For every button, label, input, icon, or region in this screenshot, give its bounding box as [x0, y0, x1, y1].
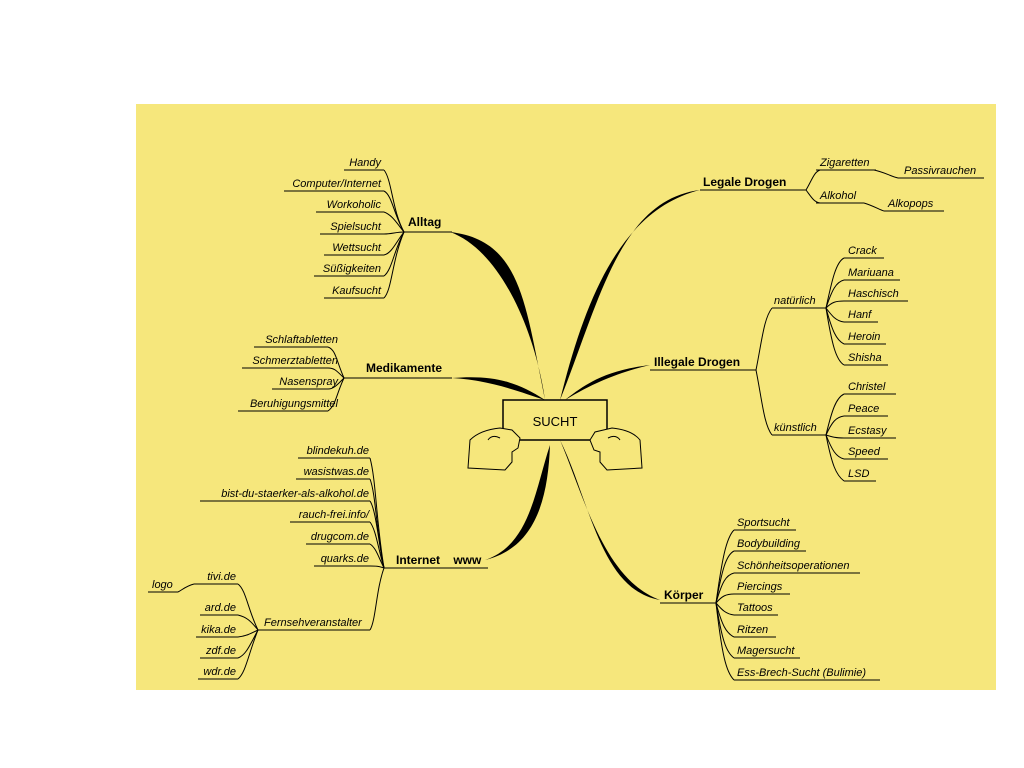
mindmap-background [136, 104, 996, 690]
branch-illegal: Illegale Drogen natürlich Crack Mariuana… [650, 245, 908, 482]
leaf-speed: Speed [848, 446, 881, 458]
leaf-ecstasy: Ecstasy [848, 425, 888, 437]
branch-label-medikamente: Medikamente [366, 361, 442, 375]
label-fernsehveranstalter: Fernsehveranstalter [264, 617, 363, 629]
branch-legal: Legale Drogen Zigaretten Passivrauchen A… [700, 157, 984, 212]
leaf-nasenspray: Nasenspray [279, 376, 339, 388]
leaf-ard: ard.de [205, 602, 236, 614]
alltag-leaves: Handy Computer/Internet Workoholic Spiel… [284, 157, 384, 299]
leaf-tattoos: Tattoos [737, 602, 773, 614]
leaf-kika: kika.de [201, 624, 236, 636]
branch-label-illegal: Illegale Drogen [654, 355, 740, 369]
sub-fernsehveranstalter: Fernsehveranstalter tivi.de logo ard.de … [148, 571, 370, 680]
leaf-schmerztabletten: Schmerztabletten [252, 355, 338, 367]
leaf-kaufsucht: Kaufsucht [332, 285, 382, 297]
leaf-magersucht: Magersucht [737, 645, 795, 657]
leaf-rauch-frei: rauch-frei.info/ [299, 509, 370, 521]
center-label: SUCHT [533, 414, 578, 429]
leaf-haschisch: Haschisch [848, 288, 899, 300]
leaf-christel: Christel [848, 381, 886, 393]
main-branch-shapes [450, 190, 700, 600]
leaf-piercings: Piercings [737, 581, 783, 593]
leaf-sportsucht: Sportsucht [737, 517, 791, 529]
leaf-blindekuh: blindekuh.de [307, 445, 369, 457]
leaf-wdr: wdr.de [203, 666, 236, 678]
branch-label-koerper: Körper [664, 588, 704, 602]
leaf-peace: Peace [848, 403, 879, 415]
leaf-handy: Handy [349, 157, 382, 169]
leaf-heroin: Heroin [848, 331, 880, 343]
branch-label-alltag: Alltag [408, 215, 441, 229]
leaf-mariuana: Mariuana [848, 267, 894, 279]
leaf-passivrauchen: Passivrauchen [904, 165, 976, 177]
branch-alltag: Alltag Handy Computer/Internet Workoholi… [284, 157, 452, 299]
leaf-logo: logo [152, 579, 173, 591]
leaf-workoholic: Workoholic [327, 199, 382, 211]
branch-label-legal: Legale Drogen [703, 175, 786, 189]
leaf-hanf: Hanf [848, 309, 872, 321]
leaf-spielsucht: Spielsucht [330, 221, 382, 233]
leaf-suessigkeiten: Süßigkeiten [323, 263, 381, 275]
leaf-wasistwas: wasistwas.de [304, 466, 369, 478]
branch-koerper: Körper Sportsucht Bodybuilding Schönheit… [660, 517, 880, 681]
leaf-schlaftabletten: Schlaftabletten [265, 334, 338, 346]
leaf-quarks: quarks.de [321, 553, 369, 565]
leaf-beruhigungsmittel: Beruhigungsmittel [250, 398, 339, 410]
leaf-ess-brech-sucht: Ess-Brech-Sucht (Bulimie) [737, 667, 866, 679]
leaf-schoenheitsoperationen: Schönheitsoperationen [737, 560, 850, 572]
leaf-computer-internet: Computer/Internet [292, 178, 382, 190]
leaf-crack: Crack [848, 245, 877, 257]
leaf-tivi: tivi.de [207, 571, 236, 583]
branch-tail-internet [485, 445, 550, 560]
branch-tail-illegal [565, 365, 650, 400]
leaf-drugcom: drugcom.de [311, 531, 369, 543]
leaf-zdf: zdf.de [205, 645, 236, 657]
leaf-bist-du-staerker: bist-du-staerker-als-alkohol.de [221, 488, 369, 500]
label-natuerlich: natürlich [774, 295, 816, 307]
branch-internet: Internet www blindekuh.de wasistwas.de b… [148, 445, 488, 680]
leaf-ritzen: Ritzen [737, 624, 768, 636]
leaf-shisha: Shisha [848, 352, 882, 364]
leaf-alkopops: Alkopops [887, 198, 934, 210]
branch-tail-alltag [450, 232, 545, 400]
leaf-zigaretten: Zigaretten [819, 157, 870, 169]
branch-tail-medikamente [452, 377, 545, 400]
leaf-wettsucht: Wettsucht [332, 242, 382, 254]
branch-medikamente: Medikamente Schlaftabletten Schmerztable… [238, 334, 452, 412]
branch-label-internet: Internet www [396, 553, 482, 567]
leaf-lsd: LSD [848, 468, 869, 480]
label-kuenstlich: künstlich [774, 422, 817, 434]
right-hand-icon [589, 427, 643, 471]
leaf-bodybuilding: Bodybuilding [737, 538, 801, 550]
left-hand-icon [467, 427, 521, 471]
leaf-alkohol: Alkohol [819, 190, 857, 202]
center-node: SUCHT [467, 399, 643, 471]
center-card [502, 399, 608, 441]
